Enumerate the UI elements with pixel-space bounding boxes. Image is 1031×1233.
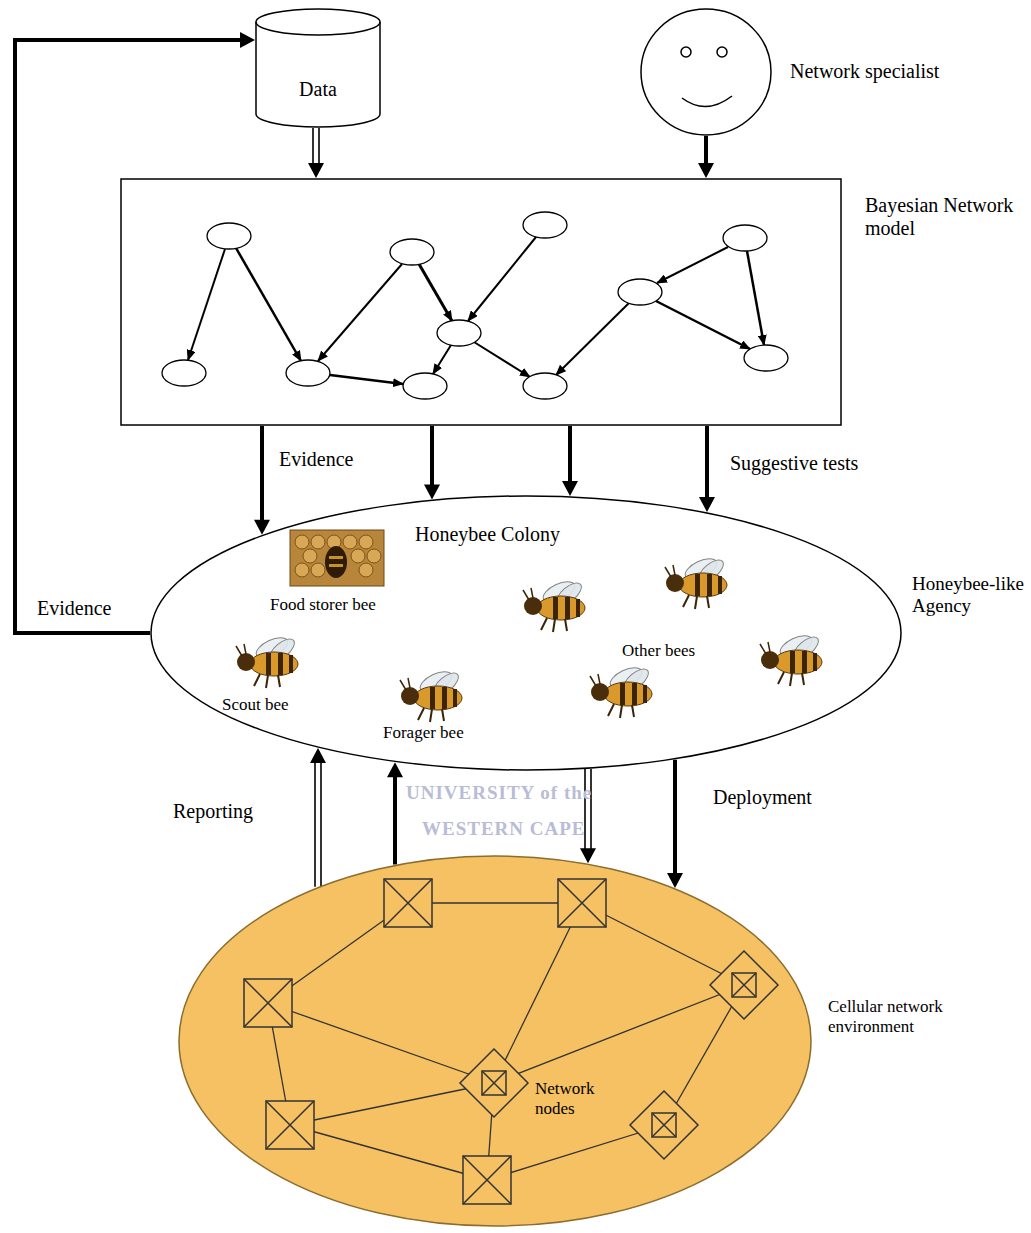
- connector-label: Evidence: [276, 448, 356, 471]
- node-text: Forager bee: [383, 723, 513, 743]
- bee-picture: [665, 555, 727, 609]
- model-box: Bayesian Network model: [120, 178, 842, 426]
- forager-bee-picture: [400, 668, 462, 722]
- node-text: Bayesian Network model: [865, 194, 1015, 240]
- node-outline: [255, 8, 381, 128]
- network-node-symbols: [244, 879, 778, 1204]
- specialist-face: Network specialist: [640, 8, 772, 136]
- bee-picture: [523, 578, 585, 632]
- connector-arrow: [424, 426, 440, 499]
- bee-picture: [590, 664, 652, 718]
- bee-picture: [760, 632, 822, 686]
- node-text: Network nodes: [535, 1079, 623, 1118]
- node-text: Food storer bee: [270, 595, 430, 615]
- connector-arrow: [562, 426, 578, 496]
- honeycomb-picture: [290, 530, 384, 586]
- connector-arrow: [698, 136, 714, 178]
- node-text: Honeybee-like Agency: [912, 573, 1028, 617]
- connector-arrow: [308, 128, 324, 178]
- connector-label: Deployment: [710, 786, 815, 809]
- node-text: Data: [255, 78, 381, 101]
- colony-ellipse: Honeybee ColonyFood storer beeScout beeF…: [150, 495, 902, 771]
- watermark-text: UNIVERSITY of the: [406, 782, 592, 804]
- node-outline: [120, 178, 842, 426]
- connector-arrow: [254, 426, 270, 535]
- node-text: Network specialist: [790, 60, 1015, 83]
- scout-bee-picture: [236, 634, 298, 688]
- connector-arrow: [667, 760, 683, 888]
- connector-arrow: [387, 762, 403, 864]
- node-text: Honeybee Colony: [415, 523, 615, 546]
- bayesian-graph-nodes: [162, 212, 788, 399]
- node-text: Scout bee: [222, 695, 332, 715]
- connector-label: Evidence: [34, 597, 114, 620]
- face-features: [681, 47, 732, 107]
- connector-arrow: [310, 748, 326, 887]
- network-links: [268, 903, 744, 1180]
- bayesian-graph-arrows: [188, 237, 764, 384]
- node-text: Other bees: [622, 641, 742, 661]
- node-text: Cellular network environment: [828, 997, 993, 1036]
- connector-arrow: [699, 426, 715, 512]
- connector-label: Suggestive tests: [727, 452, 861, 475]
- connector-label: Reporting: [170, 800, 256, 823]
- watermark-text: WESTERN CAPE: [422, 818, 586, 840]
- node-outline: [640, 8, 772, 136]
- data-store-cylinder: Data: [255, 8, 381, 128]
